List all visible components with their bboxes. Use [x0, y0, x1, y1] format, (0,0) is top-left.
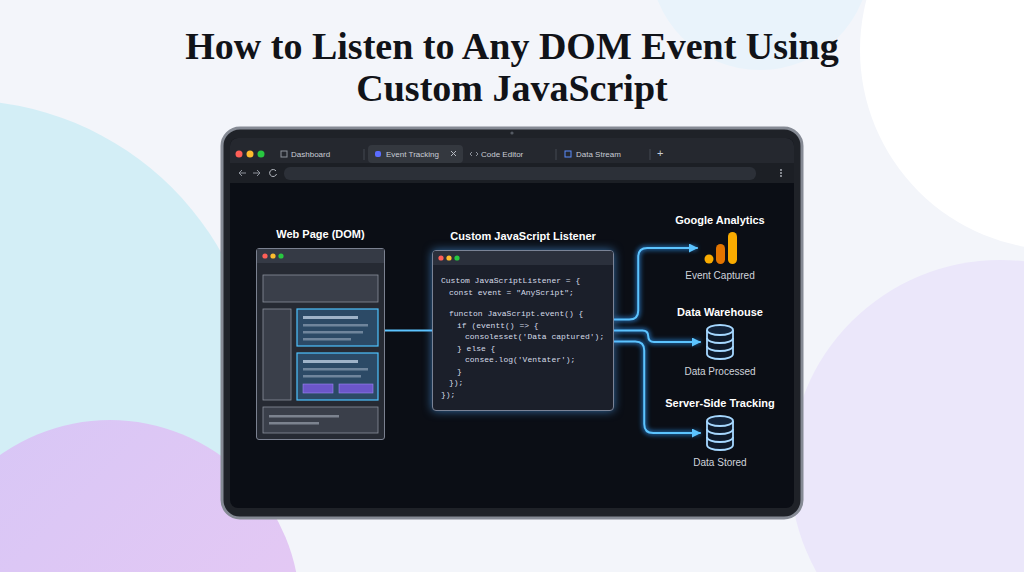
destination-node: Data WarehouseData Processed	[655, 306, 785, 377]
database-icon	[703, 414, 737, 452]
flow-connector	[385, 330, 432, 331]
node-subtext: Data Processed	[684, 366, 755, 377]
code-window-frame: Custom JavaScriptListener = {const event…	[432, 250, 614, 411]
connector-line	[614, 342, 700, 434]
code-line: });	[441, 389, 604, 401]
connector-glow	[614, 342, 700, 434]
code-line: Custom JavaScriptListener = {	[441, 275, 604, 287]
database-icon	[703, 323, 737, 361]
code-line: consolesset('Data captured');	[441, 331, 604, 343]
node-subtext: Data Stored	[693, 457, 746, 468]
connector-glow	[385, 328, 432, 333]
node-heading: Server-Side Tracking	[665, 397, 774, 409]
browser-tab-label: Data Stream	[576, 150, 621, 159]
node-heading: Web Page (DOM)	[276, 228, 364, 240]
node-heading: Custom JavaScript Listener	[450, 230, 596, 242]
analytics-icon	[700, 231, 740, 265]
flow-connector	[614, 342, 700, 434]
web-page-box: Web Page (DOM)	[256, 228, 385, 440]
code-line: functon JavaScript.event() {	[441, 308, 604, 320]
destination-node: Server-Side TrackingData Stored	[655, 397, 785, 468]
destination-node: Google AnalyticsEvent Captured	[655, 214, 785, 281]
icon-holder	[703, 414, 737, 452]
icon-holder	[703, 323, 737, 361]
code-line: });	[441, 377, 604, 389]
page-title: How to Listen to Any DOM Event Using Cus…	[182, 26, 842, 110]
connector-line	[385, 330, 432, 332]
code-line: consee.log('Ventater');	[441, 354, 604, 366]
code-line: }	[441, 366, 604, 378]
icon-holder	[700, 231, 740, 265]
browser-tab-label: Event Tracking	[386, 150, 439, 159]
node-subtext: Event Captured	[685, 270, 755, 281]
browser-tab-label: Dashboard	[291, 150, 330, 159]
window-title-bar	[433, 251, 613, 265]
code-line: if (eventt() => {	[441, 320, 604, 332]
browser-window-frame	[256, 248, 385, 440]
new-tab-plus: +	[657, 147, 663, 159]
node-heading: Google Analytics	[675, 214, 764, 226]
wireframe-illustration	[257, 249, 384, 439]
window-dots	[433, 251, 473, 265]
code-listener-box: Custom JavaScript ListenerCustom JavaScr…	[432, 230, 614, 411]
code-block: Custom JavaScriptListener = {const event…	[433, 265, 613, 410]
code-line: const event = "AnyScript";	[441, 287, 604, 299]
code-line: } else {	[441, 343, 604, 355]
node-heading: Data Warehouse	[677, 306, 763, 318]
browser-tab-label: Code Editor	[481, 150, 523, 159]
